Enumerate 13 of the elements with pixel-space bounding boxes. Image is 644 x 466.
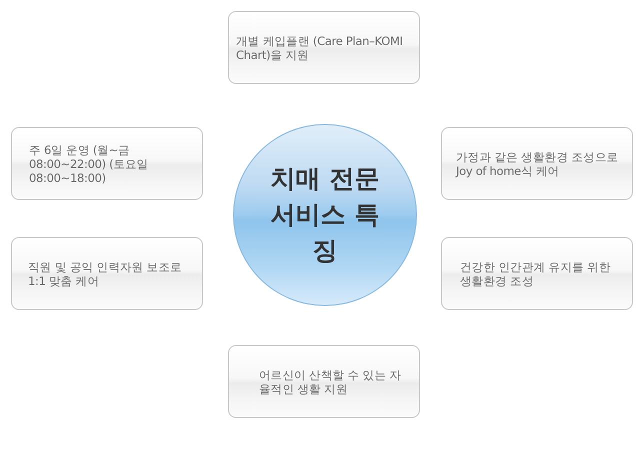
feature-text: 개별 케입플랜 (Care Plan–KOMI Chart)을 지원 xyxy=(236,34,404,62)
feature-text: 주 6일 운영 (월~금 08:00~22:00) (토요일 08:00~18:00) xyxy=(29,142,150,184)
feature-text: 가정과 같은 생활환경 조성으로 Joy of home식 케어 xyxy=(456,150,620,178)
feature-card xyxy=(11,127,203,200)
feature-text: 직원 및 공익 인력자원 보조로 1:1 맞춤 케어 xyxy=(28,260,183,288)
feature-card xyxy=(441,127,633,200)
feature-text: 어르신이 산책할 수 있는 자율적인 생활 지원 xyxy=(259,368,402,396)
feature-card xyxy=(228,11,420,84)
feature-card xyxy=(11,237,203,310)
feature-card xyxy=(228,345,420,418)
heading-text: 치매 전문 서비스 특징 xyxy=(270,163,380,267)
feature-card xyxy=(441,237,633,310)
feature-text: 건강한 인간관계 유지를 위한 생활환경 조성 xyxy=(460,260,612,288)
